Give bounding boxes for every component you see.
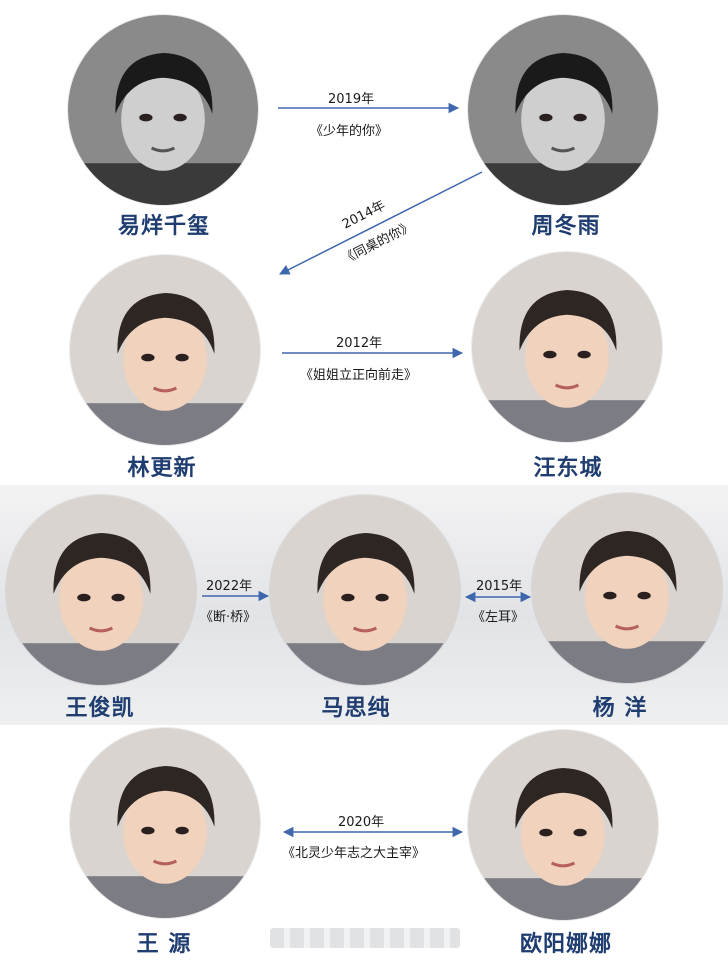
year-label-2020: 2020年 <box>338 815 385 830</box>
year-label-2019: 2019年 <box>328 92 375 107</box>
name-lingengxin: 林更新 <box>127 456 197 481</box>
work-label-duanqiao: 《断·桥》 <box>200 610 257 625</box>
name-yangyang: 杨 洋 <box>592 696 648 721</box>
year-label-2022: 2022年 <box>206 579 253 594</box>
year-label-2015: 2015年 <box>476 579 523 594</box>
name-zhoudongyu: 周冬雨 <box>531 214 601 239</box>
name-ouyangnana: 欧阳娜娜 <box>519 932 612 957</box>
name-yiyangqianxi: 易烊千玺 <box>117 214 210 239</box>
arrow-2014 <box>279 171 483 275</box>
portrait-yangyang <box>532 493 722 683</box>
name-wangjunkai: 王俊凯 <box>65 696 135 721</box>
portrait-wangyuan <box>70 728 260 918</box>
portrait-masichun <box>270 495 460 685</box>
name-wangyuan: 王 源 <box>136 932 192 957</box>
portrait-zhoudongyu <box>468 15 658 205</box>
work-label-zuoer: 《左耳》 <box>472 610 525 625</box>
year-label-2012: 2012年 <box>336 336 383 351</box>
portrait-ouyangnana <box>468 730 658 920</box>
avatar-yiyangqianxi <box>68 15 258 205</box>
portrait-wangdongcheng <box>472 252 662 442</box>
avatar-ouyangnana <box>468 730 658 920</box>
work-label-jiejie: 《姐姐立正向前走》 <box>300 368 418 383</box>
avatar-masichun <box>270 495 460 685</box>
avatar-lingengxin <box>70 255 260 445</box>
portrait-yiyangqianxi <box>68 15 258 205</box>
work-label-beiling: 《北灵少年志之大主宰》 <box>282 846 426 861</box>
name-masichun: 马思纯 <box>321 696 391 721</box>
name-wangdongcheng: 汪东城 <box>533 456 603 481</box>
portrait-wangjunkai <box>6 495 196 685</box>
work-label-shaonian: 《少年的你》 <box>310 124 389 139</box>
portrait-lingengxin <box>70 255 260 445</box>
avatar-zhoudongyu <box>468 15 658 205</box>
watermark-strip <box>270 928 460 948</box>
avatar-wangyuan <box>70 728 260 918</box>
avatar-wangdongcheng <box>472 252 662 442</box>
avatar-wangjunkai <box>6 495 196 685</box>
avatar-yangyang <box>532 493 722 683</box>
